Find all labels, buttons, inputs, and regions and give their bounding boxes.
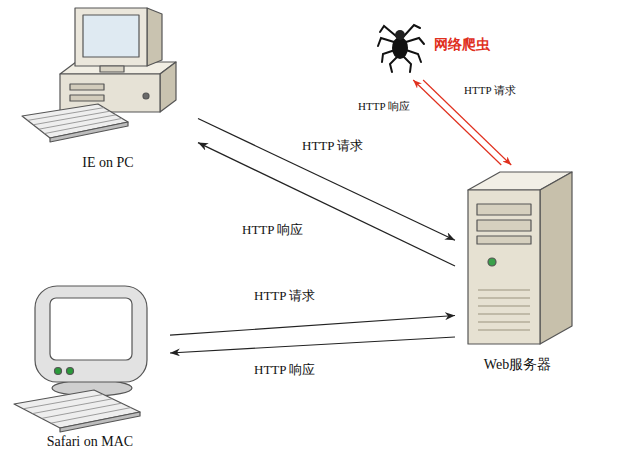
- server-vents: [478, 290, 530, 330]
- mac-monitor: [35, 286, 147, 382]
- spider-head: [395, 30, 405, 40]
- server-bay: [477, 236, 531, 244]
- pc-monitor-side: [147, 8, 162, 66]
- spider-leg: [378, 38, 394, 46]
- arrow-label: HTTP 响应: [240, 222, 305, 238]
- key-row: [51, 408, 131, 424]
- server-bay: [477, 220, 531, 231]
- key-row: [23, 394, 103, 408]
- server-led: [488, 258, 496, 266]
- vent-line: [478, 306, 530, 307]
- spider-icon: [378, 25, 424, 72]
- pc-led: [143, 93, 149, 99]
- pc-screen: [83, 15, 139, 57]
- key-row: [42, 403, 122, 418]
- pc-monitor: [75, 8, 147, 66]
- http-arrow: [170, 337, 455, 353]
- server-front: [468, 190, 540, 344]
- client-node: Safari on MAC: [10, 280, 170, 458]
- node-label: Safari on MAC: [47, 434, 133, 451]
- http-arrow: [198, 143, 455, 266]
- node-label: Web服务器: [484, 357, 551, 374]
- spider-leg: [380, 26, 396, 36]
- spider-body: [392, 37, 408, 59]
- vent-line: [478, 330, 530, 331]
- mac-keyboard: [14, 390, 140, 428]
- mac-keyboard-edge: [60, 412, 140, 432]
- pc-drive: [70, 95, 104, 101]
- http-arrow: [170, 316, 455, 336]
- key-row: [32, 399, 112, 414]
- client-node: IE on PC: [18, 5, 198, 177]
- pc-case-front: [60, 74, 160, 112]
- mac-button: [67, 368, 74, 375]
- mac-icon: [14, 286, 147, 432]
- crawler-node: 网络爬虫: [376, 20, 500, 80]
- key-row: [44, 118, 122, 133]
- arrow-label: HTTP 请求: [462, 84, 518, 97]
- pc-monitor-stand: [100, 66, 124, 72]
- spider-leg: [406, 38, 424, 44]
- mac-screen: [50, 298, 132, 360]
- mac-button: [55, 368, 62, 375]
- vent-line: [478, 322, 530, 323]
- spider-leg: [403, 56, 411, 72]
- pc-case-side: [160, 62, 176, 112]
- arrow-label: HTTP 响应: [356, 100, 412, 113]
- spider-leg: [390, 56, 398, 72]
- vent-line: [478, 290, 530, 291]
- pc-icon: [22, 8, 176, 142]
- server-icon: [468, 172, 572, 344]
- arrow-label: HTTP 响应: [252, 362, 317, 378]
- server-bay: [477, 204, 531, 215]
- arrow-label: HTTP 请求: [252, 288, 317, 304]
- spider-leg: [404, 25, 420, 36]
- keyboard-keys: [23, 394, 131, 423]
- arrow-label: HTTP 请求: [300, 138, 365, 154]
- vent-line: [478, 314, 530, 315]
- vent-line: [478, 298, 530, 299]
- pc-drive: [70, 84, 104, 90]
- server-node: Web服务器: [455, 165, 580, 380]
- node-label: 网络爬虫: [434, 36, 490, 53]
- keyboard-keys: [28, 108, 122, 134]
- node-label: IE on PC: [82, 155, 133, 172]
- http-arrow: [198, 119, 455, 241]
- server-side: [540, 172, 572, 344]
